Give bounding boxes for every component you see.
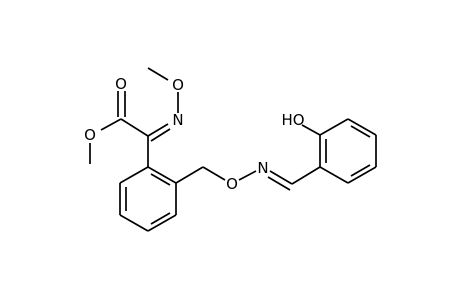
ring-a-bond-3 xyxy=(147,214,177,232)
bond-methoxy-methyl xyxy=(147,67,169,81)
bond-n-ch-double-a xyxy=(269,170,293,185)
bond-ring-a-ch2 xyxy=(175,166,204,184)
ring-a-bond-4 xyxy=(119,214,149,232)
bond-ring-b-oh xyxy=(301,124,321,136)
atom-imine-nitrogen: N xyxy=(257,159,268,177)
ring-a-inner-2 xyxy=(150,212,171,225)
bond-n-ch-double-b xyxy=(267,176,291,191)
bond-alpha-n-double-b xyxy=(150,128,171,142)
atom-oxime-nitrogen: N xyxy=(172,111,183,129)
bond-carbonyl-alpha xyxy=(120,118,149,137)
ring-a-inner-3 xyxy=(150,173,171,186)
ring-b-inner-2 xyxy=(350,164,371,177)
bond-alpha-n-double-a xyxy=(147,123,169,137)
bond-lines xyxy=(89,67,377,232)
ring-a-bond-1 xyxy=(147,166,177,184)
ring-b-bond-4 xyxy=(347,118,377,136)
ring-b-bond-1 xyxy=(319,166,349,184)
atom-phenol-hydroxyl: HO xyxy=(281,111,304,129)
bond-carbonyl-ester-o xyxy=(100,118,122,131)
bond-ch-ring-b xyxy=(291,166,321,185)
ring-a-bond-6 xyxy=(119,166,149,184)
atom-benzyl-oxygen: O xyxy=(226,175,238,193)
bond-ch2-o xyxy=(202,166,226,181)
atom-carbonyl-oxygen: O xyxy=(115,75,127,93)
ring-b-bond-2 xyxy=(347,166,377,184)
atom-labels: O O N O O N HO xyxy=(84,75,304,193)
ring-b-bond-5 xyxy=(319,118,349,136)
atom-methoxy-oxygen: O xyxy=(172,76,184,94)
ring-b-inner-3 xyxy=(350,125,371,138)
atom-ester-oxygen: O xyxy=(84,126,96,144)
bond-o-n xyxy=(238,170,257,181)
